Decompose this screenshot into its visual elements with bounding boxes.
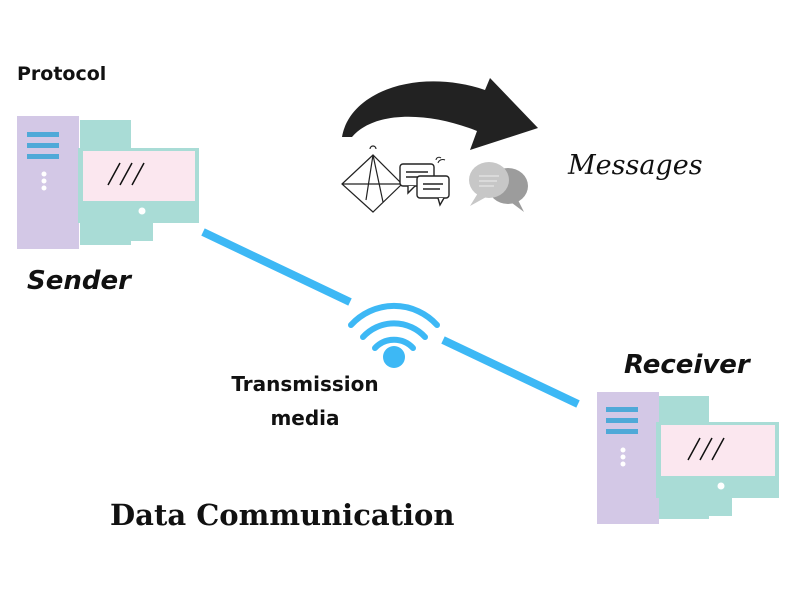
chat-outline-icon xyxy=(399,156,450,207)
receiver-label: Receiver xyxy=(624,350,750,380)
sender-label: Sender xyxy=(27,266,131,296)
envelope-icon xyxy=(341,145,403,213)
transmission-media-line1: Transmission xyxy=(231,372,379,396)
messages-label: Messages xyxy=(568,150,703,181)
receiver-computer-icon xyxy=(597,392,779,524)
transmission-media-line2: media xyxy=(270,406,340,430)
transmission-media-label: Transmission media xyxy=(210,367,400,435)
chat-bubbles-icon xyxy=(469,162,528,212)
wifi-icon xyxy=(348,302,440,368)
transmission-link-left xyxy=(201,228,352,306)
protocol-label: Protocol xyxy=(17,63,107,85)
sender-computer-icon xyxy=(17,116,199,249)
diagram-title: Data Communication xyxy=(110,498,455,532)
transmission-link-right xyxy=(441,336,580,408)
curved-arrow-icon xyxy=(342,78,538,150)
